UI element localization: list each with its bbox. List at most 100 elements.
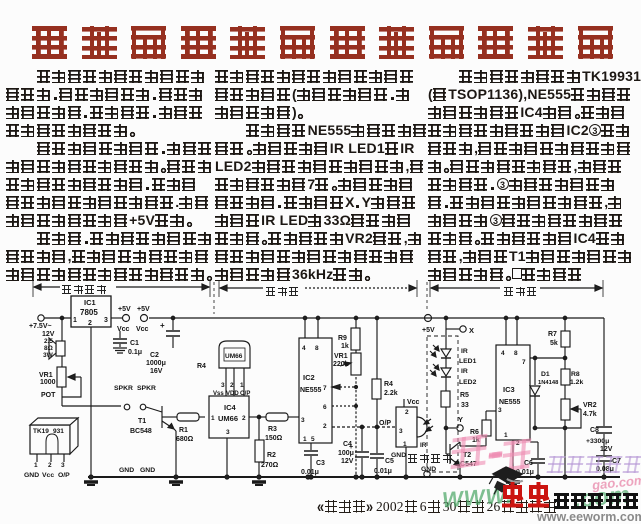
svg-text:1.2k: 1.2k bbox=[570, 379, 583, 386]
svg-text:X: X bbox=[469, 326, 474, 335]
svg-text:12V: 12V bbox=[42, 331, 55, 338]
svg-text:7805: 7805 bbox=[80, 308, 98, 317]
svg-text:IC4: IC4 bbox=[224, 403, 237, 412]
svg-text:C8: C8 bbox=[590, 427, 599, 434]
svg-text:270Ω: 270Ω bbox=[261, 462, 279, 469]
svg-text:O/P: O/P bbox=[58, 472, 70, 479]
svg-text:1k: 1k bbox=[341, 343, 349, 350]
svg-text:UM66: UM66 bbox=[225, 353, 243, 360]
svg-text:IC1: IC1 bbox=[84, 298, 96, 307]
svg-text:R2: R2 bbox=[267, 452, 276, 459]
svg-text:C1: C1 bbox=[130, 340, 139, 347]
svg-text:1: 1 bbox=[73, 317, 77, 324]
svg-text:GND: GND bbox=[421, 466, 436, 473]
svg-text:3: 3 bbox=[399, 428, 403, 435]
svg-text:2: 2 bbox=[323, 423, 327, 430]
svg-text:GND: GND bbox=[24, 472, 39, 479]
svg-text:1: 1 bbox=[303, 436, 307, 443]
svg-text:8: 8 bbox=[315, 345, 319, 352]
svg-text:0.01μ: 0.01μ bbox=[374, 468, 392, 475]
svg-text:4: 4 bbox=[501, 350, 505, 357]
svg-text:IR: IR bbox=[461, 348, 468, 355]
svg-text:NE555: NE555 bbox=[499, 399, 521, 406]
svg-text:C5: C5 bbox=[385, 458, 394, 465]
svg-text:2: 2 bbox=[405, 409, 409, 416]
svg-text:R9: R9 bbox=[338, 335, 347, 342]
svg-text:5k: 5k bbox=[550, 340, 558, 347]
svg-text:1: 1 bbox=[34, 462, 38, 469]
svg-text:VR1: VR1 bbox=[39, 372, 53, 379]
svg-text:Vcc: Vcc bbox=[136, 326, 149, 333]
svg-text:2: 2 bbox=[230, 382, 234, 389]
svg-text:TK19: TK19 bbox=[33, 428, 49, 435]
svg-text:SPKR: SPKR bbox=[137, 385, 156, 392]
svg-text:Vss: Vss bbox=[213, 391, 224, 397]
svg-text:R6: R6 bbox=[470, 429, 479, 436]
svg-text:BC548: BC548 bbox=[130, 428, 152, 435]
svg-text:C2: C2 bbox=[150, 352, 159, 359]
svg-text:1: 1 bbox=[211, 415, 215, 422]
svg-text:680Ω: 680Ω bbox=[176, 436, 194, 443]
svg-text:Vcc: Vcc bbox=[117, 326, 130, 333]
svg-text:D1: D1 bbox=[541, 371, 550, 378]
svg-text:R3: R3 bbox=[268, 426, 277, 433]
svg-text:IC3: IC3 bbox=[503, 385, 515, 394]
svg-text:7: 7 bbox=[323, 385, 327, 392]
svg-text:IR: IR bbox=[420, 442, 427, 449]
svg-text:Vcc: Vcc bbox=[42, 472, 54, 479]
svg-text:+: + bbox=[349, 444, 353, 451]
svg-text:0.01μ: 0.01μ bbox=[516, 469, 534, 476]
svg-text:2: 2 bbox=[88, 320, 92, 327]
svg-text:1000: 1000 bbox=[40, 379, 56, 386]
svg-text:UM66: UM66 bbox=[218, 414, 238, 423]
svg-text:C4: C4 bbox=[343, 441, 352, 448]
svg-text:VR1: VR1 bbox=[334, 353, 348, 360]
svg-text:GND: GND bbox=[119, 467, 134, 474]
svg-text:GND: GND bbox=[391, 452, 406, 459]
svg-text:33: 33 bbox=[461, 402, 469, 409]
svg-text:POT: POT bbox=[41, 392, 56, 399]
svg-text:12V: 12V bbox=[600, 446, 613, 453]
svg-text:3: 3 bbox=[498, 407, 502, 414]
svg-text:0.01μ: 0.01μ bbox=[301, 469, 319, 476]
svg-text:1: 1 bbox=[240, 382, 244, 389]
svg-text:8: 8 bbox=[514, 350, 518, 357]
svg-text:8Ω: 8Ω bbox=[44, 345, 53, 352]
svg-text:VR2: VR2 bbox=[583, 402, 597, 409]
svg-text:150Ω: 150Ω bbox=[265, 435, 283, 442]
svg-text:3: 3 bbox=[221, 382, 225, 389]
svg-text:R5: R5 bbox=[460, 392, 469, 399]
svg-text:4.7k: 4.7k bbox=[583, 411, 597, 418]
svg-text:+5V: +5V bbox=[137, 306, 150, 313]
svg-text:SPKR: SPKR bbox=[114, 385, 133, 392]
svg-text:LED2: LED2 bbox=[459, 379, 477, 386]
svg-text:12V: 12V bbox=[341, 458, 354, 465]
svg-text:1: 1 bbox=[403, 441, 407, 448]
svg-text:R1: R1 bbox=[179, 427, 188, 434]
svg-text:NE555: NE555 bbox=[300, 387, 322, 394]
svg-text:3W: 3W bbox=[43, 352, 54, 359]
svg-text:5: 5 bbox=[311, 436, 315, 443]
svg-text:2.2k: 2.2k bbox=[384, 390, 398, 397]
svg-text:1: 1 bbox=[504, 432, 508, 439]
svg-text:O/P: O/P bbox=[240, 391, 250, 397]
svg-text:7: 7 bbox=[522, 359, 526, 366]
svg-text:+5V: +5V bbox=[118, 306, 131, 313]
svg-text:Vcc: Vcc bbox=[407, 399, 420, 406]
svg-text:16V: 16V bbox=[150, 368, 163, 375]
svg-text:R4: R4 bbox=[384, 381, 393, 388]
svg-text:T1: T1 bbox=[138, 418, 146, 425]
svg-text:+5V: +5V bbox=[422, 327, 435, 334]
svg-text:Y: Y bbox=[458, 415, 463, 424]
svg-text:220k: 220k bbox=[333, 361, 349, 368]
svg-text:+: + bbox=[160, 321, 165, 330]
svg-text:+3300μ: +3300μ bbox=[586, 438, 609, 445]
svg-text:O/P: O/P bbox=[379, 420, 391, 427]
svg-text:2.5: 2.5 bbox=[44, 338, 53, 345]
svg-text:6: 6 bbox=[323, 404, 327, 411]
svg-text:C3: C3 bbox=[316, 460, 325, 467]
svg-text:3: 3 bbox=[61, 462, 65, 469]
svg-text:1N4148: 1N4148 bbox=[538, 380, 559, 386]
svg-text:100μ: 100μ bbox=[338, 450, 354, 457]
svg-text:4: 4 bbox=[302, 345, 306, 352]
